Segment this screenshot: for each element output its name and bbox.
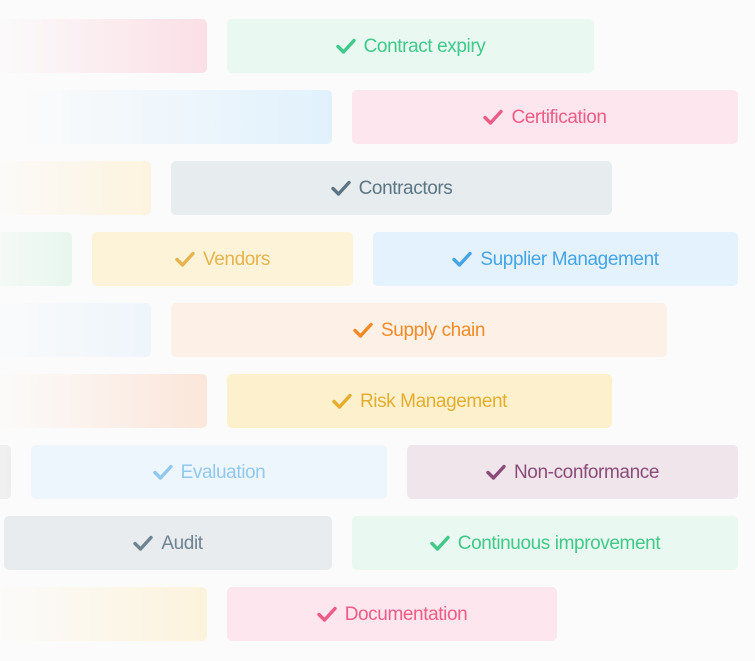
checkmark-icon [335,36,356,56]
checkmark-icon [175,249,195,269]
faded-tag [0,303,151,357]
tag-risk-management[interactable]: Risk Management [227,374,612,428]
tag-label: Non-conformance [513,461,660,483]
checkmark-icon [486,462,506,482]
tag-supply-chain[interactable]: Supply chain [171,303,667,357]
faded-tag [0,445,11,499]
tag-contractors[interactable]: Contractors [171,161,612,215]
faded-tag [0,587,207,641]
tag-supplier-management[interactable]: Supplier Management [373,232,738,286]
tag-vendors[interactable]: Vendors [92,232,353,286]
tag-label: Risk Management [359,390,508,412]
checkmark-icon [452,249,473,269]
tag-label: Evaluation [180,461,266,483]
tag-continuous-improvement[interactable]: Continuous improvement [352,516,738,570]
tag-label: Supply chain [381,319,485,341]
tag-contract-expiry[interactable]: Contract expiry [227,19,594,73]
tag-certification[interactable]: Certification [352,90,738,144]
checkmark-icon [133,533,154,553]
tag-audit[interactable]: Audit [4,516,332,570]
tag-label: Supplier Management [480,248,659,270]
faded-tag [0,19,207,73]
tag-non-conformance[interactable]: Non-conformance [407,445,738,499]
checkmark-icon [332,391,352,411]
faded-tag [0,90,332,144]
checkmark-icon [483,107,504,127]
faded-tag [0,232,72,286]
checkmark-icon [430,533,450,553]
tag-label: Audit [161,532,203,554]
checkmark-icon [330,178,351,198]
tag-label: Certification [511,106,607,128]
checkmark-icon [152,462,173,482]
tag-label: Vendors [203,248,270,270]
checkmark-icon [316,604,337,624]
tag-evaluation[interactable]: Evaluation [31,445,387,499]
faded-tag [0,374,207,428]
faded-tag [0,161,151,215]
tag-label: Continuous improvement [457,532,661,554]
tag-label: Contract expiry [363,35,486,57]
tag-documentation[interactable]: Documentation [227,587,557,641]
checkmark-icon [353,320,373,340]
tag-label: Documentation [344,603,468,625]
tag-label: Contractors [358,177,453,199]
